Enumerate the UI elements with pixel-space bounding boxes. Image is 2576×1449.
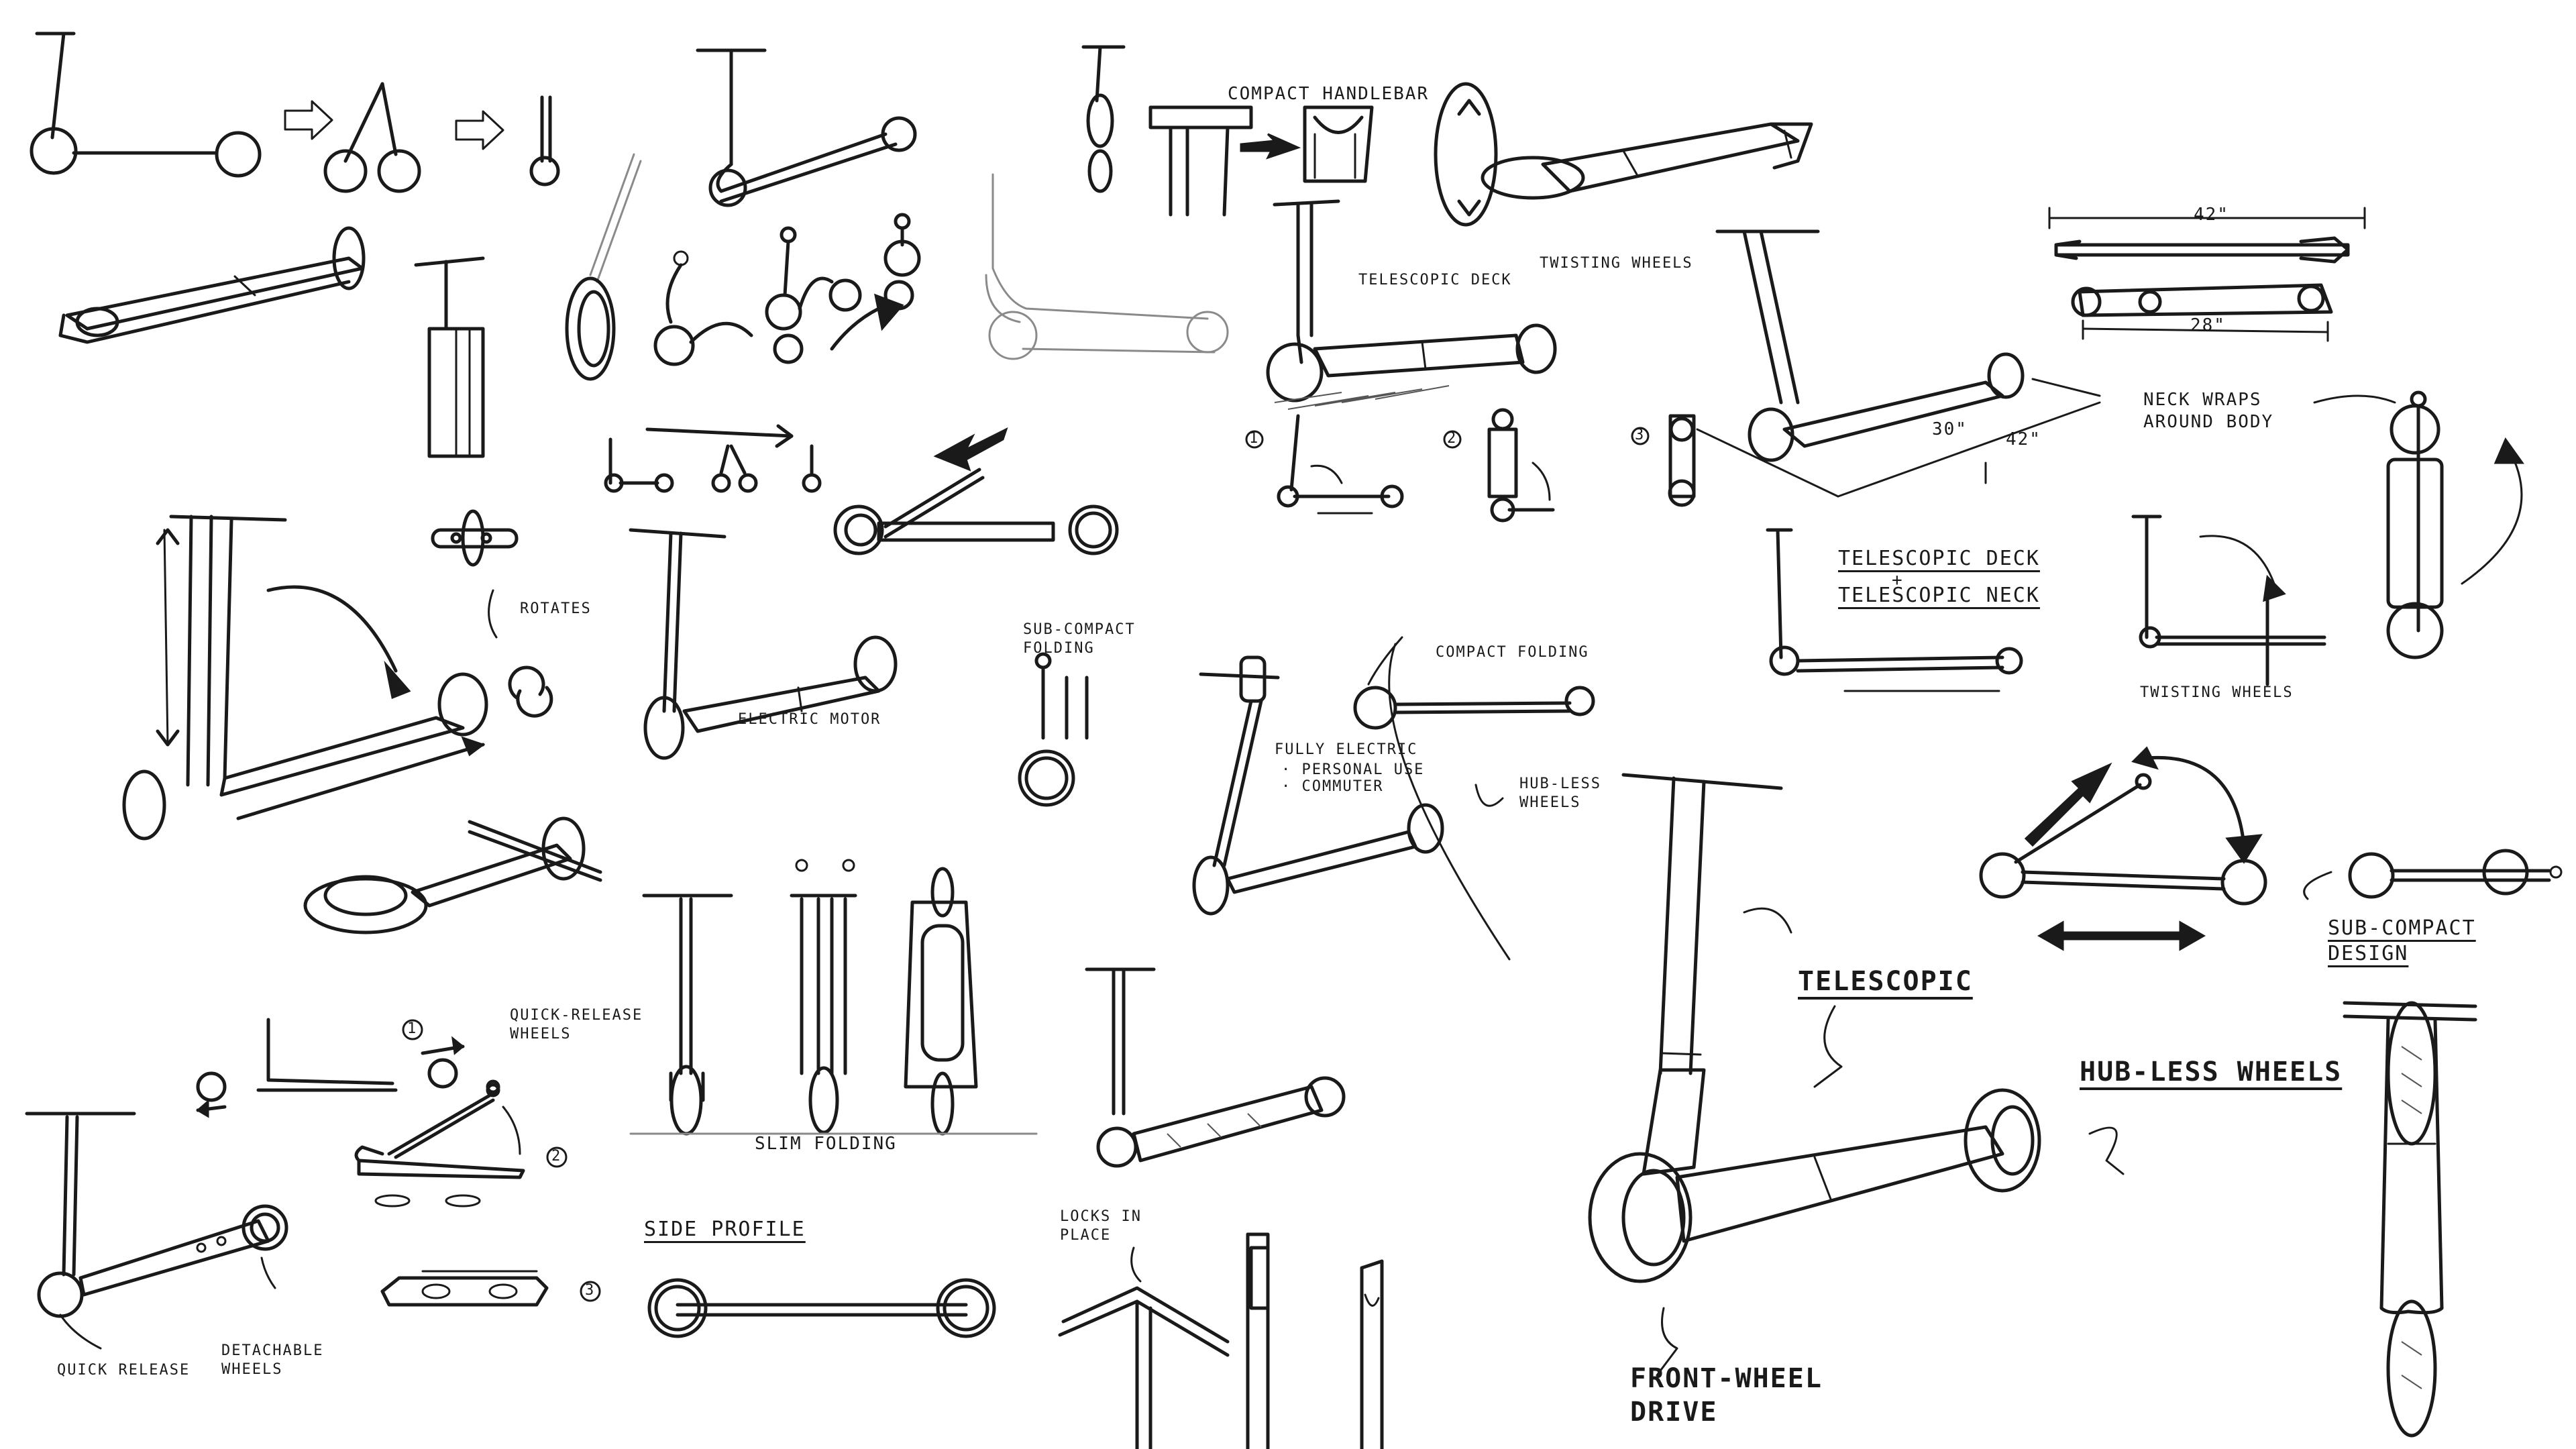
label-electric-motor: ELECTRIC MOTOR xyxy=(738,711,881,728)
telescopic-deck-neck-scooter xyxy=(1766,528,2023,692)
label-rotates: ROTATES xyxy=(520,600,592,617)
step-number-1a: 1 xyxy=(1249,430,1260,447)
label-personal-use: · PERSONAL USE xyxy=(1281,761,1425,778)
label-telescopic: TELESCOPIC xyxy=(1798,966,1973,997)
telescopic-neck-detail xyxy=(414,256,485,458)
label-detachable-wheels: DETACHABLE WHEELS xyxy=(221,1342,324,1378)
twisting-wheel-deck-sketch xyxy=(1434,82,1813,227)
label-quick-release: QUICK RELEASE xyxy=(57,1362,191,1379)
step-number-1b: 1 xyxy=(407,1020,418,1037)
sub-compact-design-sketch xyxy=(2303,849,2563,900)
label-dimension-42-top: 42" xyxy=(2194,205,2229,225)
label-side-profile: SIDE PROFILE xyxy=(644,1218,806,1241)
rotating-handle-detail xyxy=(431,509,519,639)
label-quick-release-wheels: QUICK-RELEASE WHEELS xyxy=(510,1007,643,1042)
locking-scooter-sketch xyxy=(1085,967,1346,1168)
label-slim-folding: SLIM FOLDING xyxy=(755,1134,897,1154)
label-dimension-30: 30" xyxy=(1932,419,1968,439)
neck-wrap-sketch xyxy=(2313,390,2524,659)
telescopic-scooter-large xyxy=(122,515,553,841)
side-profile-sketch xyxy=(647,1278,996,1338)
big-telescopic-scooter xyxy=(1588,773,2125,1377)
step-number-3a: 3 xyxy=(1635,427,1646,443)
label-commuter: · COMMUTER xyxy=(1281,778,1384,795)
label-compact-folding: COMPACT FOLDING xyxy=(1436,644,1589,661)
label-fully-electric: FULLY ELECTRIC xyxy=(1275,741,1418,758)
diagonal-folding-scooter xyxy=(833,427,1119,555)
numbered-fold-sequence xyxy=(1245,408,1696,523)
fully-electric-scooter xyxy=(1192,643,1511,961)
wave-fold-sequence xyxy=(653,213,921,366)
horizontal-fold-sequence xyxy=(604,424,822,493)
slim-folding-views xyxy=(629,859,1038,1136)
label-twisting-wheels: TWISTING WHEELS xyxy=(2140,684,2294,701)
twisting-wheels-scooter xyxy=(2131,515,2326,686)
upright-scooter-sketch xyxy=(696,48,917,207)
electric-motor-scooter xyxy=(629,528,898,760)
locks-in-place-detail xyxy=(1058,1232,1384,1449)
quick-release-sequence xyxy=(196,1018,500,1118)
step-number-3b: 3 xyxy=(585,1282,596,1299)
label-plus: + xyxy=(1892,570,1904,590)
label-telescopic-deck-top: TELESCOPIC DECK xyxy=(1358,272,1512,288)
triangle-fold-diagram xyxy=(1979,746,2267,951)
label-sub-compact-design: SUB-COMPACT DESIGN xyxy=(2328,916,2476,965)
quick-release-folding-scooter xyxy=(354,1083,601,1307)
thin-electric-scooter xyxy=(985,173,1229,360)
compact-handlebar-sketch xyxy=(1081,45,1374,217)
dimensioned-scooter xyxy=(1696,229,2101,498)
folded-deck-sketch xyxy=(58,226,366,344)
label-telescopic-deck: TELESCOPIC DECK xyxy=(1838,547,2040,570)
label-telescopic-neck: TELESCOPIC NECK xyxy=(1838,584,2040,607)
label-dimension-42-side: 42" xyxy=(2006,429,2041,449)
detachable-wheel-scooter xyxy=(25,1112,288,1350)
label-locks-in-place: LOCKS IN PLACE xyxy=(1060,1208,1142,1244)
label-front-wheel-drive: FRONT-WHEEL DRIVE xyxy=(1630,1363,1823,1428)
fold-sequence-sketch xyxy=(30,32,560,193)
ring-fold-sketch xyxy=(565,153,642,381)
step-number-2b: 2 xyxy=(551,1148,562,1165)
label-dimension-28: 28" xyxy=(2190,315,2226,335)
telescopic-deck-scooter xyxy=(1266,199,1557,410)
label-hubless-wheels-small: HUB-LESS WHEELS xyxy=(1519,775,1601,811)
sub-compact-folding-sketch xyxy=(1018,652,1089,807)
folded-wheel-deck xyxy=(303,816,602,934)
label-neck-wraps: NECK WRAPS AROUND BODY xyxy=(2143,390,2274,432)
label-sub-compact-folding: SUB-COMPACT FOLDING xyxy=(1023,621,1136,657)
label-compact-handlebar: COMPACT HANDLEBAR xyxy=(1228,84,1430,104)
compact-folding-scooter xyxy=(1353,636,1595,807)
label-hubless-wheels: HUB-LESS WHEELS xyxy=(2080,1057,2343,1087)
top-view-scooter-large xyxy=(2343,1001,2477,1438)
step-number-2a: 2 xyxy=(1447,430,1458,447)
dimension-views-top xyxy=(2048,207,2366,342)
label-twisting-wheels-top: TWISTING WHEELS xyxy=(1540,255,1693,272)
